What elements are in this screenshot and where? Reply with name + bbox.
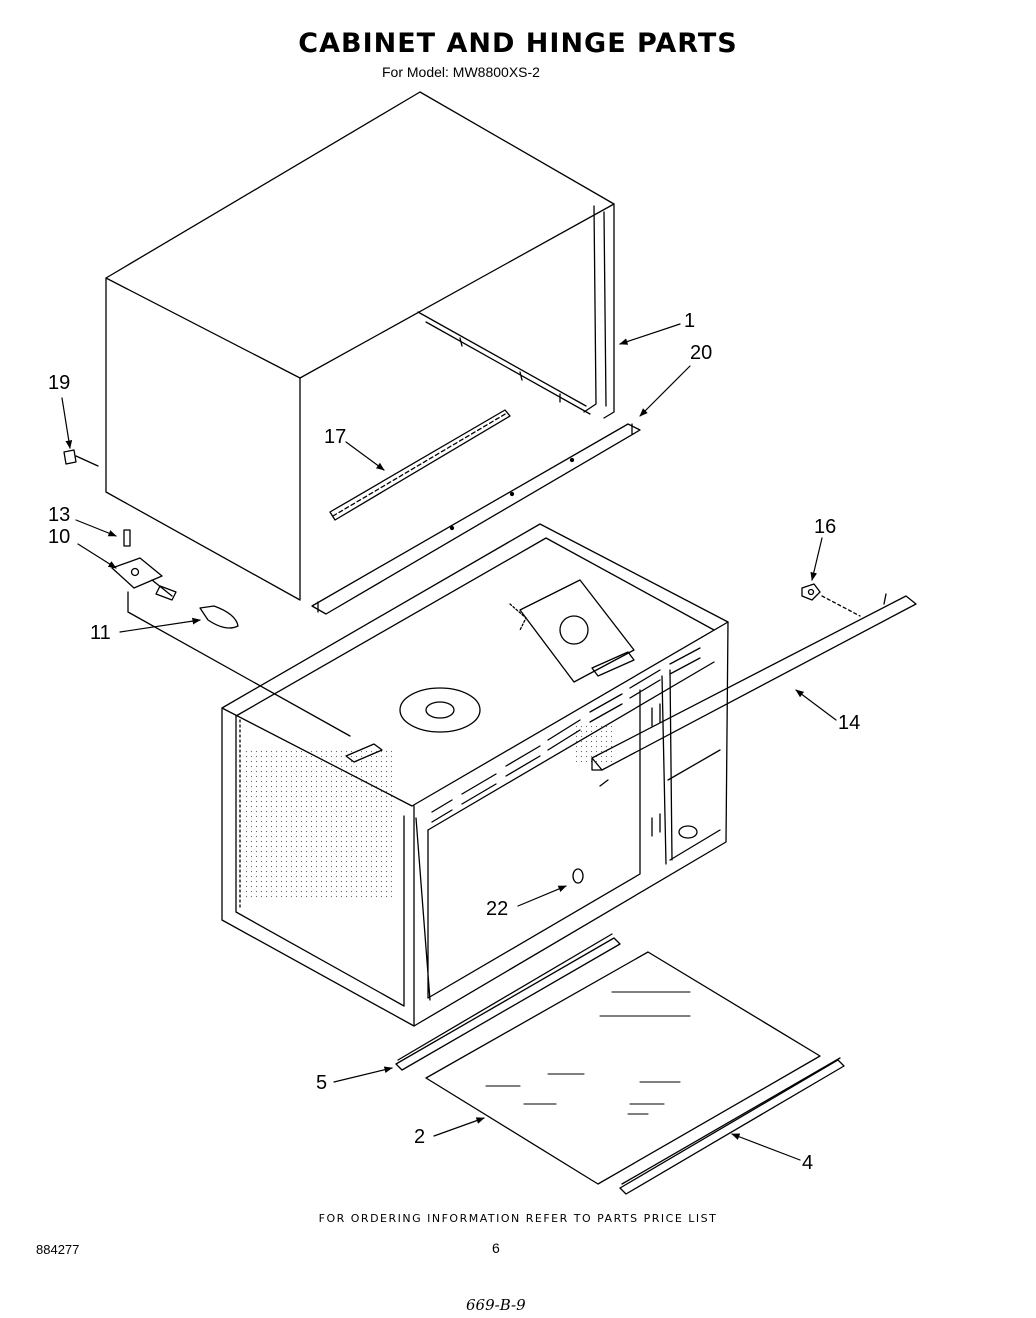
callout-22: 22 [486, 898, 509, 920]
callout-19: 19 [48, 372, 71, 394]
model-subtitle: For Model: MW8800XS-2 [382, 64, 540, 80]
rear-trim-strip [619, 1057, 845, 1195]
callout-16: 16 [814, 516, 837, 538]
callout-11: 11 [90, 622, 111, 644]
callout-2: 2 [414, 1126, 426, 1148]
callout-14: 14 [838, 712, 861, 734]
callout-17: 17 [324, 426, 347, 448]
bottom-panel [425, 951, 821, 1185]
diagram-title: CABINET AND HINGE PARTS [298, 28, 738, 59]
microwave-chassis [221, 523, 729, 1027]
callout-1: 1 [684, 310, 696, 332]
callout-4: 4 [802, 1152, 814, 1174]
lamp-bracket-assembly [111, 529, 351, 737]
bottom-trim-strip [311, 423, 641, 615]
hinge-rail [329, 409, 511, 521]
callout-5: 5 [316, 1072, 328, 1094]
outer-cabinet [105, 91, 615, 601]
document-number: 884277 [36, 1242, 80, 1257]
front-trim-strip [395, 933, 621, 1071]
callout-20: 20 [690, 342, 713, 364]
callout-leaders [61, 323, 837, 1161]
callout-10: 10 [48, 526, 71, 548]
ordering-note: FOR ORDERING INFORMATION REFER TO PARTS … [318, 1212, 718, 1225]
page-number: 6 [492, 1240, 500, 1256]
hex-nut [801, 583, 861, 617]
callout-13: 13 [48, 504, 71, 526]
vent-slots [431, 647, 701, 823]
handwritten-mark: 669-B-9 [466, 1296, 526, 1314]
screw [63, 449, 99, 467]
hinge-bar [591, 593, 917, 787]
